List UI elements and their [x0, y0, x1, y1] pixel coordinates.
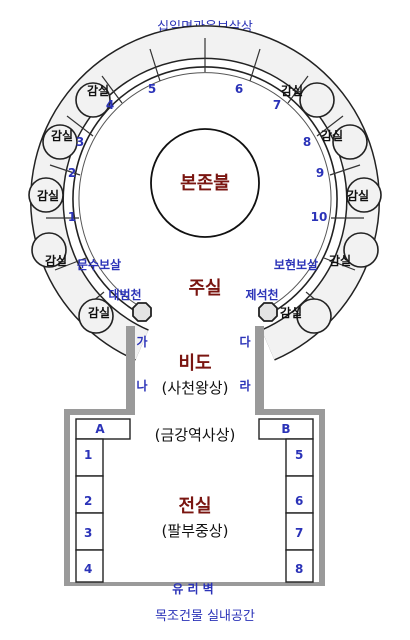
slot-number: 4	[84, 562, 92, 576]
niche-labels: 감실 감실 감실 감실 감실 감실 감실 감실 감실 감실	[37, 83, 369, 320]
niche-number: 8	[303, 135, 311, 149]
corridor-left-wall	[126, 326, 135, 414]
niche-label: 감실	[329, 253, 351, 268]
panel-a-label: A	[95, 422, 105, 436]
slot-number: 8	[295, 562, 303, 576]
niche-number: 10	[311, 210, 328, 224]
niche-label: 감실	[87, 83, 109, 98]
niche-number: 1	[68, 210, 76, 224]
glass-wall	[64, 582, 325, 586]
slot-number: 6	[295, 494, 303, 508]
slot-number: 7	[295, 526, 303, 540]
left-bodhisattva-label: 문수보살	[77, 258, 121, 272]
niche-label: 감실	[37, 188, 59, 203]
central-buddha-label: 본존불	[180, 173, 230, 194]
niche-label: 감실	[280, 305, 302, 320]
niche-number: 3	[76, 135, 84, 149]
slot	[75, 512, 104, 551]
central-buddha-pedestal	[150, 128, 260, 238]
guardian-note: (금강역사상)	[155, 426, 236, 444]
slot	[75, 475, 104, 514]
antechamber-top-left-wall	[64, 409, 135, 415]
rotunda-stone-joints	[46, 38, 364, 313]
slot	[285, 438, 314, 477]
niche-label: 감실	[321, 128, 343, 143]
slot-number: 2	[84, 494, 92, 508]
niche-number: 5	[148, 82, 156, 96]
left-deva-label: 대범천	[108, 287, 141, 302]
slot	[75, 549, 104, 583]
antechamber-subtitle: (팔부중상)	[162, 522, 229, 540]
antechamber-left-wall	[64, 409, 70, 585]
slot-number: 5	[295, 448, 303, 462]
slot-number: 1	[84, 448, 92, 462]
bottom-space-label: 목조건물 실내공간	[155, 609, 255, 624]
right-octagonal-pillar	[258, 302, 278, 322]
rotunda	[28, 25, 382, 361]
slot	[285, 512, 314, 551]
right-slot-column	[285, 438, 314, 583]
glass-wall-label: 유 리 벽	[172, 581, 213, 596]
rotunda-inner-edge-2	[78, 72, 332, 313]
slot-number: 3	[84, 526, 92, 540]
right-bodhisattva-label: 보현보살	[274, 257, 318, 272]
niche-number: 6	[235, 82, 243, 96]
corridor-marker: 라	[239, 378, 250, 393]
panel-b-label: B	[281, 422, 290, 436]
corridor-right-wall	[255, 326, 264, 414]
niche-bulges	[28, 82, 382, 334]
niche-number: 2	[68, 166, 76, 180]
corridor-walls	[126, 326, 264, 414]
left-slot-column	[75, 438, 104, 583]
corridor-marker: 나	[136, 378, 147, 393]
niche-label: 감실	[88, 305, 110, 320]
entrance-pillars	[132, 302, 278, 322]
right-deva-label: 제석천	[245, 287, 278, 302]
corridor-marker: 가	[136, 334, 147, 349]
corridor-label: 비도	[178, 353, 211, 374]
slot	[285, 549, 314, 583]
left-octagonal-pillar	[132, 302, 152, 322]
antechamber-label: 전실	[178, 496, 211, 517]
antechamber-right-wall	[319, 409, 325, 585]
slot	[75, 438, 104, 477]
main-hall-label: 주실	[188, 278, 221, 299]
corridor-subtitle: (사천왕상)	[162, 379, 229, 397]
left-slot-numbers: 1 2 3 4	[84, 448, 92, 576]
antechamber-top-right-wall	[255, 409, 325, 415]
corridor-marker: 다	[239, 334, 250, 349]
niche-numbers: 5 6 4 3 2 1 7 8 9 10	[68, 82, 328, 224]
niche-number: 9	[316, 166, 324, 180]
niche-number: 4	[106, 98, 114, 112]
niche-number: 7	[273, 98, 281, 112]
niche-label: 감실	[347, 188, 369, 203]
niche-label: 감실	[51, 128, 73, 143]
antechamber-walls	[64, 409, 325, 585]
niche-label: 감실	[45, 253, 67, 268]
niche-label: 감실	[281, 83, 303, 98]
right-slot-numbers: 5 6 7 8	[295, 448, 303, 576]
